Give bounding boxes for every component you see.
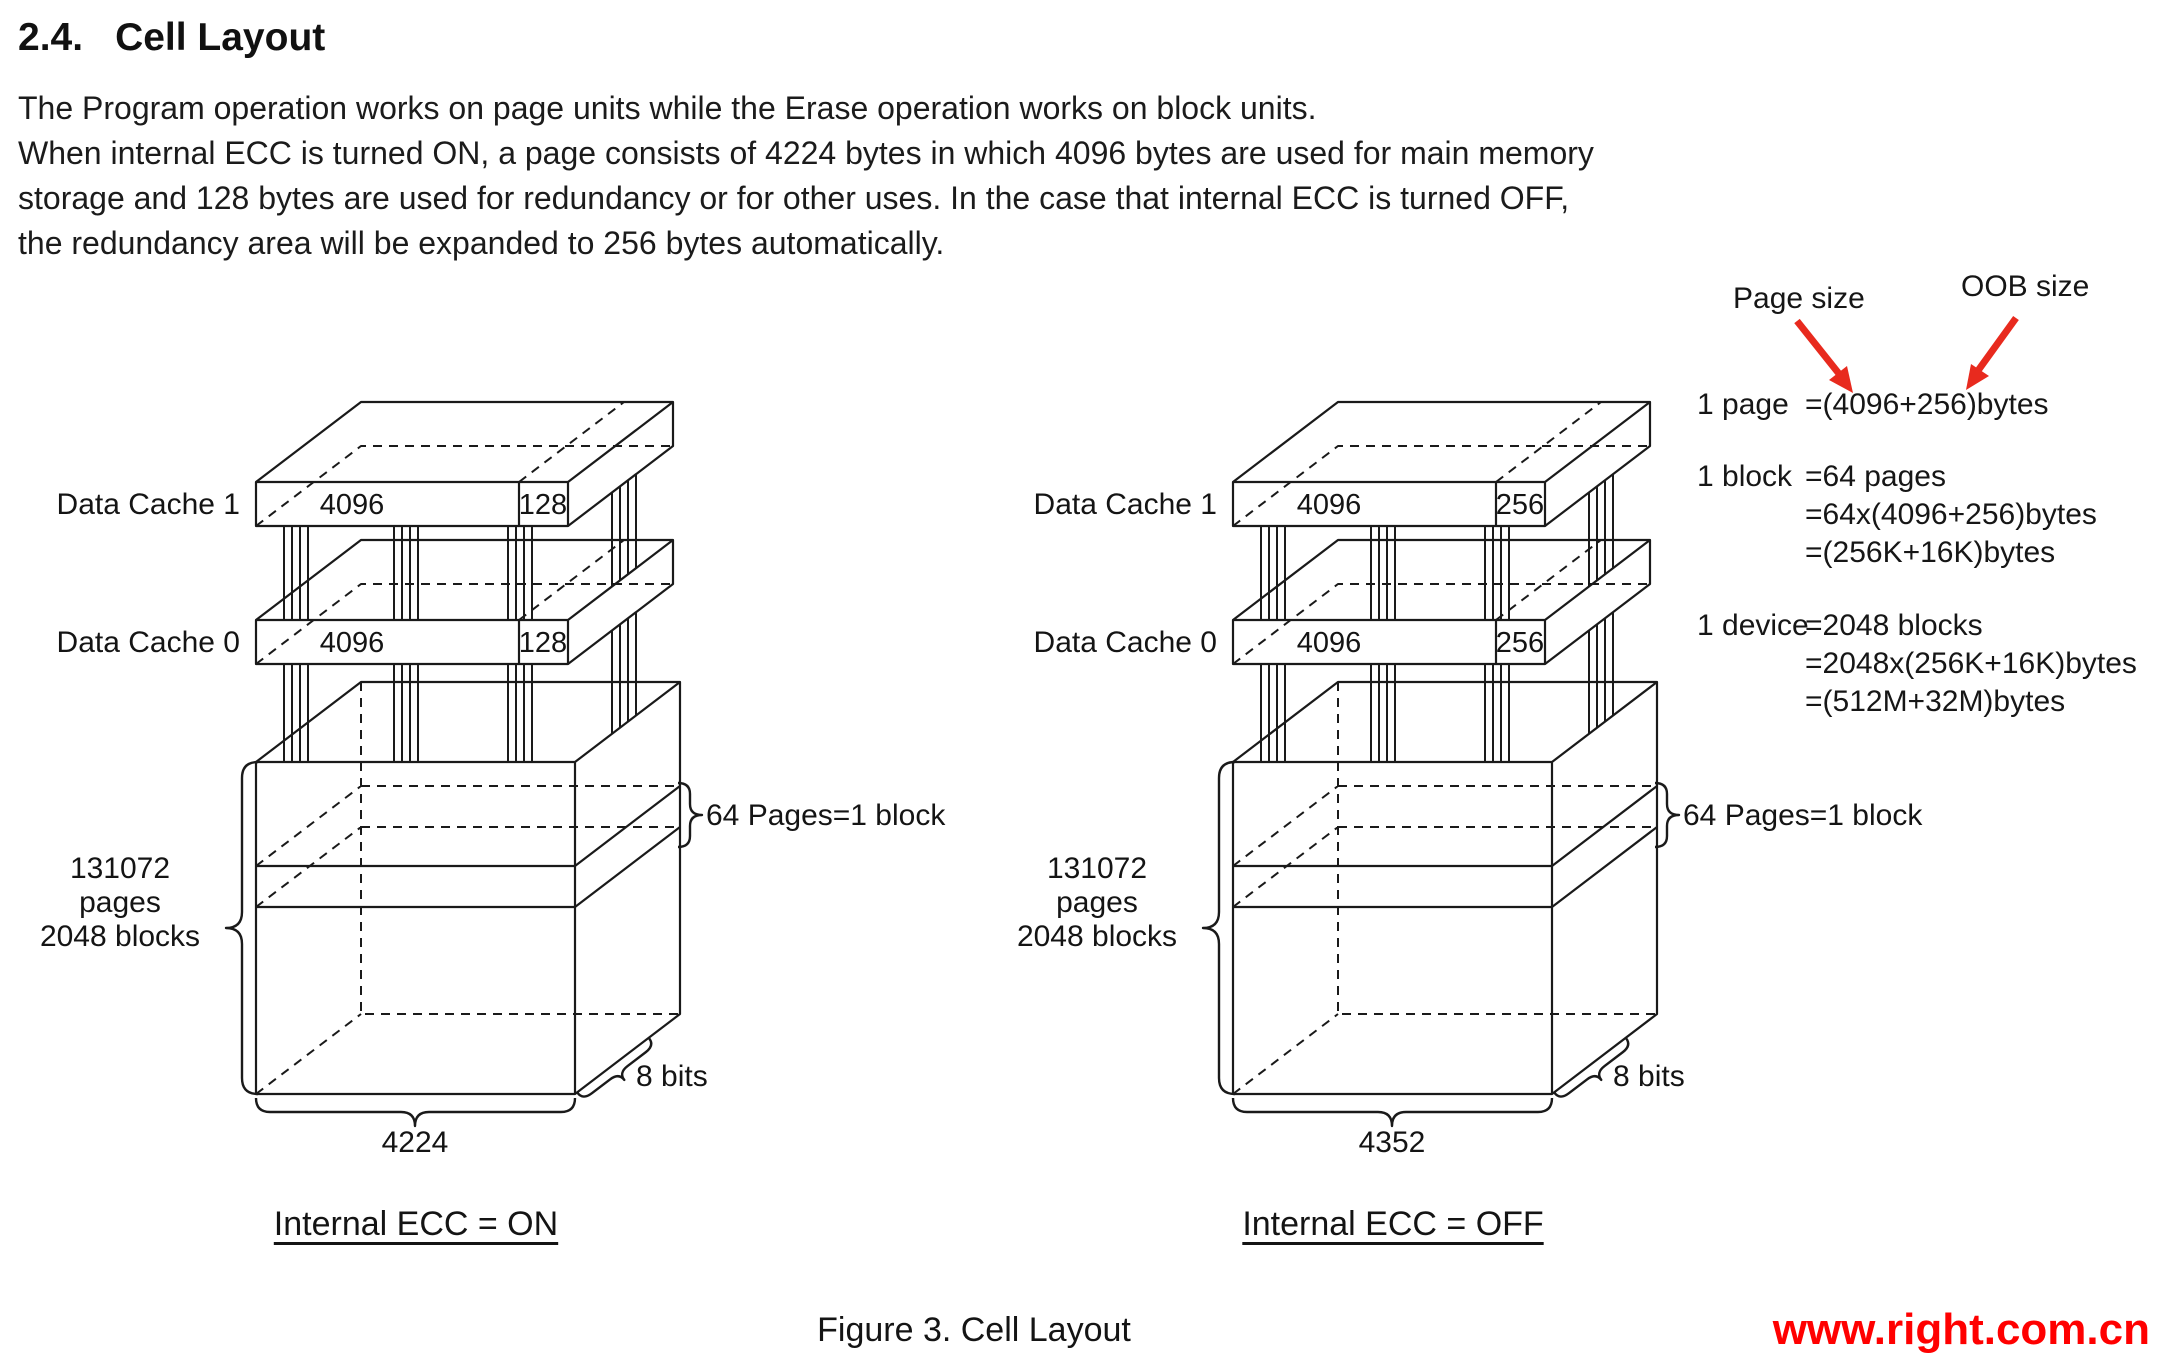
cache1-main-bytes: 4096 (1297, 489, 1362, 521)
size-calculation-block: 1 page=(4096+256)bytes 1 block=64 pages … (1697, 386, 2137, 721)
blocks-count-label: 2048 blocks (1017, 920, 1177, 953)
section-number: 2.4. (18, 16, 84, 59)
size-annotation-arrows (1794, 315, 2019, 393)
figure-caption: Figure 3. Cell Layout (817, 1311, 1131, 1349)
right-diagram-labels: Data Cache 1 Data Cache 0 4096 256 4096 … (1017, 488, 1923, 1159)
cache0-main-bytes: 4096 (1297, 627, 1362, 659)
size-row: 1 device=2048 blocks (1697, 607, 2137, 645)
size-row: =(512M+32M)bytes (1697, 683, 2137, 721)
pages-word-label: pages (79, 886, 161, 919)
size-row: =(256K+16K)bytes (1697, 534, 2137, 572)
data-cache-0-label: Data Cache 0 (57, 626, 240, 659)
left-diagram-title: Internal ECC = ON (273, 1205, 559, 1243)
paragraph-line: storage and 128 bytes are used for redun… (18, 180, 1570, 216)
pages-count-label: 131072 (1047, 852, 1147, 885)
left-diagram-labels: Data Cache 1 Data Cache 0 4096 128 4096 … (40, 488, 946, 1159)
data-cache-0-label: Data Cache 0 (1034, 626, 1217, 659)
pages-word-label: pages (1056, 886, 1138, 919)
pages-per-block-label: 64 Pages=1 block (1683, 799, 1923, 832)
oob-size-label: OOB size (1961, 270, 2090, 303)
size-row: =64x(4096+256)bytes (1697, 496, 2137, 534)
cache1-main-bytes: 4096 (320, 489, 385, 521)
size-row-value: =64 pages (1805, 460, 1946, 493)
oob-size-arrow-head (1966, 364, 1989, 390)
size-row: 1 page =(4096+256)bytes (1697, 386, 2137, 424)
size-row-value: =(512M+32M)bytes (1805, 685, 2066, 718)
pages-per-block-label: 64 Pages=1 block (706, 799, 946, 832)
right-diagram-title: Internal ECC = OFF (1242, 1205, 1544, 1243)
cache0-spare-bytes: 256 (1496, 627, 1544, 659)
size-row-value: =(4096+256)bytes (1805, 388, 2049, 421)
cache0-main-bytes: 4096 (320, 627, 385, 659)
page-width-label: 4352 (1359, 1126, 1426, 1159)
page-size-arrow-shaft (1794, 318, 1843, 378)
bus-width-label: 8 bits (1613, 1060, 1685, 1093)
page-size-arrow-head (1829, 366, 1853, 393)
right-cell-diagram (1203, 402, 1679, 1126)
page-width-label: 4224 (382, 1126, 449, 1159)
body-paragraph: The Program operation works on page unit… (18, 86, 1594, 266)
size-row: 1 block =64 pages (1697, 458, 2137, 496)
pages-count-label: 131072 (70, 852, 170, 885)
size-row-value: =64x(4096+256)bytes (1805, 498, 2097, 531)
cache0-spare-bytes: 128 (519, 627, 567, 659)
size-row-value: =2048x(256K+16K)bytes (1805, 647, 2137, 680)
data-cache-1-label: Data Cache 1 (57, 488, 240, 521)
size-row-term: 1 page (1697, 388, 1789, 421)
size-row: =2048x(256K+16K)bytes (1697, 645, 2137, 683)
size-row-term: 1 device (1697, 609, 1809, 642)
size-row-value: =(256K+16K)bytes (1805, 536, 2056, 569)
oob-size-arrow-shaft (1974, 315, 2019, 375)
bus-width-label: 8 bits (636, 1060, 708, 1093)
section-title: Cell Layout (115, 16, 326, 59)
paragraph-line: The Program operation works on page unit… (18, 90, 1317, 126)
watermark-text: www.right.com.cn (1772, 1305, 2150, 1354)
data-cache-1-label: Data Cache 1 (1034, 488, 1217, 521)
size-row-value: =2048 blocks (1805, 609, 1983, 642)
cache1-spare-bytes: 256 (1496, 489, 1544, 521)
page-size-label: Page size (1733, 282, 1865, 315)
paragraph-line: When internal ECC is turned ON, a page c… (18, 135, 1594, 171)
blocks-count-label: 2048 blocks (40, 920, 200, 953)
paragraph-line: the redundancy area will be expanded to … (18, 225, 945, 261)
cache1-spare-bytes: 128 (519, 489, 567, 521)
left-cell-diagram (226, 402, 702, 1126)
size-row-term: 1 block (1697, 460, 1793, 493)
section-heading: 2.4. Cell Layout (18, 16, 325, 60)
